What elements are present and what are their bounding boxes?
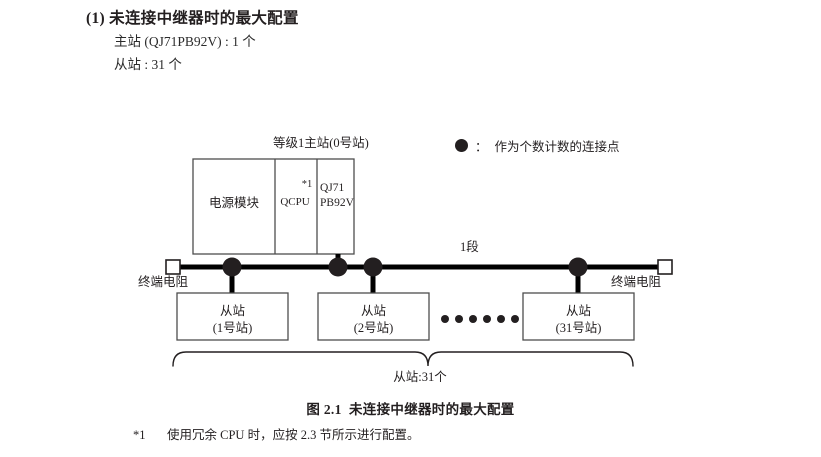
section-title: (1) 未连接中继器时的最大配置 bbox=[86, 8, 686, 30]
figure-number: 图 2.1 bbox=[306, 402, 342, 417]
slave-station-box-31 bbox=[522, 292, 635, 341]
pb92v-module-label: QJ71 PB92V bbox=[317, 181, 355, 211]
terminal-resistor-left-label: 终端电阻 bbox=[138, 275, 189, 289]
section-number: (1) bbox=[86, 10, 105, 27]
legend: ： 作为个数计数的连接点 bbox=[455, 136, 620, 155]
rack-group bbox=[192, 158, 355, 255]
slave-station-box-2 bbox=[317, 292, 430, 341]
qcpu-module-label: QCPU bbox=[280, 196, 310, 208]
qcpu-footnote-mark: *1 bbox=[301, 179, 313, 190]
connection-dot-slave-1 bbox=[222, 257, 242, 277]
legend-text: 作为个数计数的连接点 bbox=[494, 140, 620, 154]
connection-dot-slave-2 bbox=[363, 257, 383, 277]
slave-31-line-1: 从站 bbox=[565, 304, 591, 318]
slave-1-line-2: (1号站) bbox=[212, 321, 253, 335]
slave-1-line-1: 从站 bbox=[219, 304, 245, 318]
spec-slave-line: 从站 : 31 个 bbox=[114, 57, 182, 72]
power-module-label: 电源模块 bbox=[208, 196, 259, 210]
legend-separator: ： bbox=[475, 140, 488, 154]
slave-31-line-2: (31号站) bbox=[555, 321, 602, 335]
rack-outline bbox=[192, 158, 355, 255]
heading-block: (1) 未连接中继器时的最大配置 主站 (QJ71PB92V) : 1 个 从站… bbox=[86, 8, 686, 76]
connection-dot-slave-31 bbox=[568, 257, 588, 277]
slave-station-label-31: 从站 (31号站) bbox=[523, 303, 634, 337]
rack-caption: 等级1主站(0号站) bbox=[273, 136, 369, 150]
pb92v-line-1: QJ71 bbox=[320, 182, 345, 194]
filled-circle-icon bbox=[455, 139, 468, 152]
figure-caption-text: 未连接中继器时的最大配置 bbox=[349, 402, 515, 417]
slave-station-box-1 bbox=[176, 292, 289, 341]
segment-label: 1段 bbox=[460, 240, 479, 254]
slave-2-line-2: (2号站) bbox=[353, 321, 394, 335]
slave-2-line-1: 从站 bbox=[360, 304, 386, 318]
terminal-resistor-left-symbol bbox=[165, 259, 181, 275]
slave-count-caption: 从站:31个 bbox=[393, 370, 447, 384]
figure-caption: 图 2.1 未连接中继器时的最大配置 bbox=[0, 398, 821, 418]
footnote: *1 使用冗余 CPU 时，应按 2.3 节所示进行配置。 bbox=[133, 424, 419, 443]
terminal-resistor-right-symbol bbox=[657, 259, 673, 275]
footnote-mark: *1 bbox=[133, 428, 146, 442]
connection-dot-master bbox=[328, 257, 348, 277]
ellipsis-dots bbox=[441, 315, 519, 323]
slave-station-label-2: 从站 (2号站) bbox=[318, 303, 429, 337]
section-title-text: 未连接中继器时的最大配置 bbox=[109, 10, 299, 27]
pb92v-line-2: PB92V bbox=[320, 197, 354, 209]
slave-station-label-1: 从站 (1号站) bbox=[177, 303, 288, 337]
footnote-text: 使用冗余 CPU 时，应按 2.3 节所示进行配置。 bbox=[167, 428, 420, 442]
terminal-resistor-right-label: 终端电阻 bbox=[611, 275, 662, 289]
spec-master-line: 主站 (QJ71PB92V) : 1 个 bbox=[114, 34, 256, 49]
slave-count-brace bbox=[172, 351, 634, 367]
